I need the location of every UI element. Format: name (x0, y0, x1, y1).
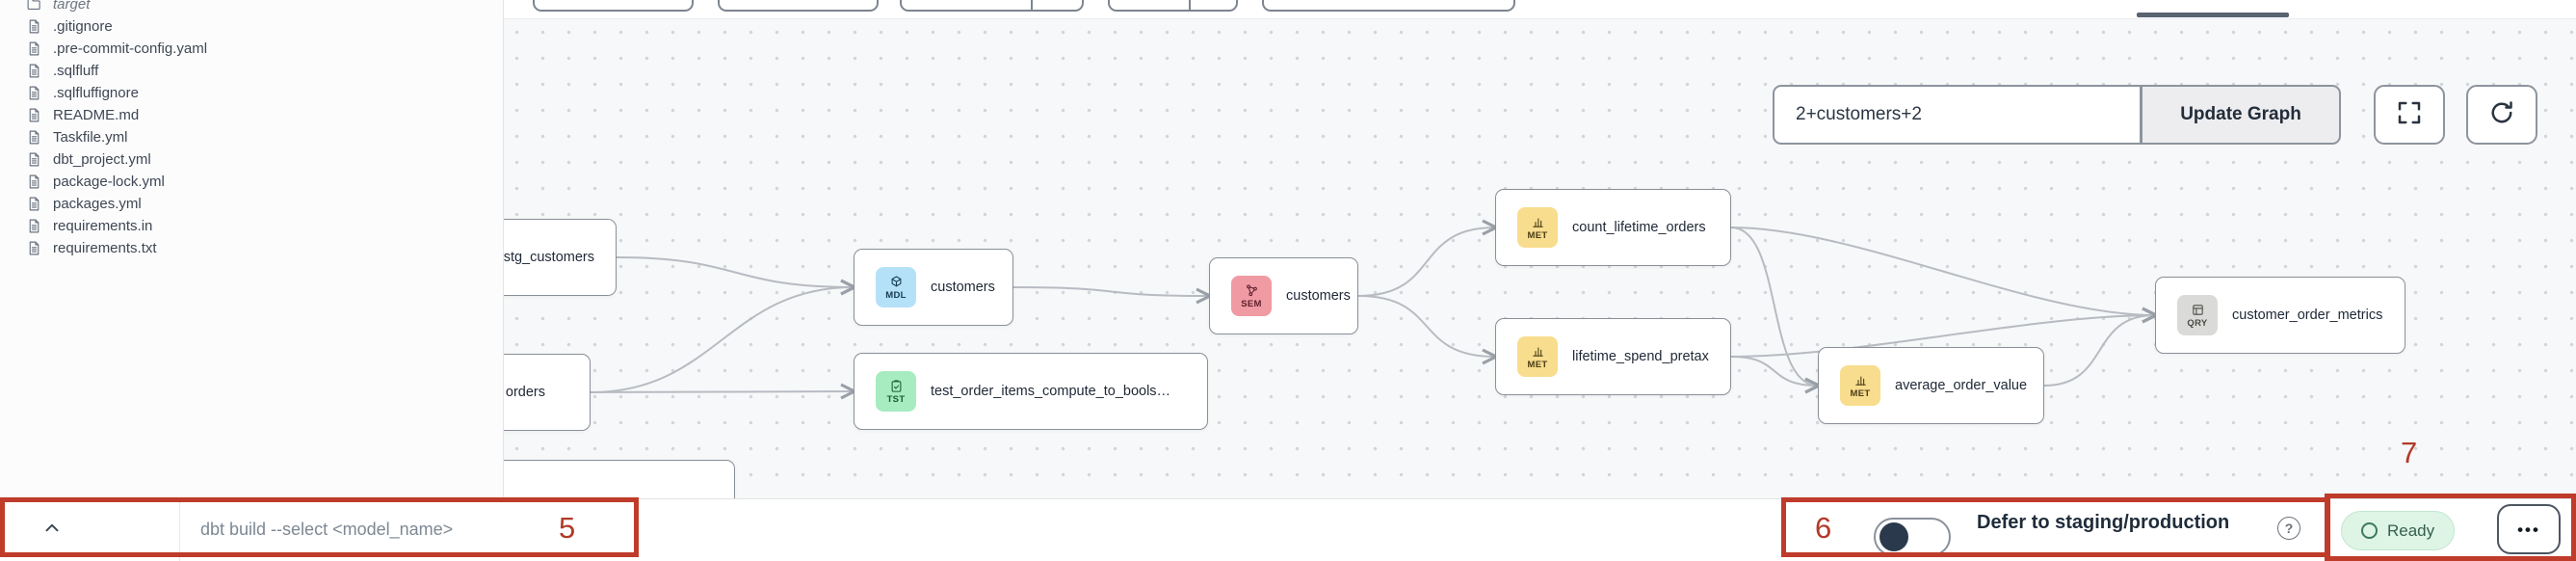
file-row--gitignore[interactable]: .gitignore (0, 15, 503, 38)
graph-node-count_lifetime_orders[interactable]: MET count_lifetime_orders (1495, 189, 1731, 266)
dbt-command-input[interactable] (200, 509, 547, 549)
status-circle-icon (2361, 522, 2378, 539)
file-row-package-lock-yml[interactable]: package-lock.yml (0, 171, 503, 193)
file-icon (26, 151, 42, 168)
toolbar-button-partial[interactable] (1108, 0, 1238, 12)
toggle-knob (1879, 522, 1908, 551)
file-row-taskfile-yml[interactable]: Taskfile.yml (0, 126, 503, 148)
file-row-readme-md[interactable]: README.md (0, 104, 503, 126)
file-name: requirements.txt (53, 240, 157, 256)
metric-chart-icon: MET (1517, 207, 1558, 248)
help-icon[interactable]: ? (2277, 517, 2300, 540)
file-name: packages.yml (53, 196, 142, 212)
file-icon (26, 107, 42, 123)
status-label: Ready (2387, 521, 2435, 540)
node-label: customers (931, 280, 995, 295)
graph-node-test_order_items[interactable]: TST test_order_items_compute_to_bools… (854, 353, 1208, 430)
file-explorer-panel: target .gitignore .pre-commit-config.yaml.… (0, 0, 504, 498)
file-name: .sqlfluff (53, 63, 99, 79)
graph-node-customers_semantic[interactable]: SEM customers (1209, 257, 1358, 334)
node-label: lifetime_spend_pretax (1572, 349, 1709, 364)
metric-chart-icon: MET (1517, 336, 1558, 377)
active-tab-underline (2137, 13, 2289, 17)
node-label: average_order_value (1895, 378, 2028, 393)
file-name: .gitignore (53, 18, 113, 35)
file-icon (26, 218, 42, 234)
node-label: orders (505, 385, 545, 400)
defer-toggle[interactable] (1874, 518, 1951, 556)
file-row--pre-commit-config-yaml[interactable]: .pre-commit-config.yaml (0, 38, 503, 60)
file-icon (26, 18, 42, 35)
file-icon (26, 196, 42, 212)
toolbar-button-partial[interactable] (1262, 0, 1515, 12)
file-icon (26, 129, 42, 146)
file-name: requirements.in (53, 218, 153, 234)
more-options-button[interactable]: ••• (2497, 504, 2561, 554)
file-name: .pre-commit-config.yaml (53, 40, 208, 57)
node-label: count_lifetime_orders (1572, 220, 1706, 235)
file-icon (26, 63, 42, 79)
fullscreen-icon (2395, 98, 2424, 132)
file-row-requirements-txt[interactable]: requirements.txt (0, 237, 503, 259)
model-cube-icon: MDL (876, 267, 916, 307)
file-name: Taskfile.yml (53, 129, 128, 146)
file-name: dbt_project.yml (53, 151, 151, 168)
file-icon (26, 40, 42, 57)
toolbar-button-partial[interactable] (718, 0, 879, 12)
query-table-icon: QRY (2177, 295, 2218, 335)
graph-node-customers_model[interactable]: MDL customers (854, 249, 1013, 326)
refresh-icon (2487, 98, 2516, 132)
toolbar-strip (504, 0, 2576, 19)
file-icon (26, 240, 42, 256)
file-row-dbt-project-yml[interactable]: dbt_project.yml (0, 148, 503, 171)
toolbar-button-partial[interactable] (533, 0, 694, 12)
folder-icon (26, 0, 42, 13)
status-badge[interactable]: Ready (2341, 511, 2456, 550)
update-graph-button[interactable]: Update Graph (2141, 85, 2341, 145)
refresh-button[interactable] (2466, 85, 2537, 145)
graph-node-lifetime_spend_pretax[interactable]: MET lifetime_spend_pretax (1495, 318, 1731, 395)
file-row--sqlfluff[interactable]: .sqlfluff (0, 60, 503, 82)
file-row-requirements-in[interactable]: requirements.in (0, 215, 503, 237)
file-row-target[interactable]: target (0, 0, 503, 15)
file-list: target .gitignore .pre-commit-config.yaml.… (0, 0, 503, 259)
file-icon (26, 85, 42, 101)
node-label: test_order_items_compute_to_bools… (931, 384, 1171, 399)
graph-node-average_order_value[interactable]: MET average_order_value (1818, 347, 2044, 424)
file-name: README.md (53, 107, 140, 123)
metric-chart-icon: MET (1840, 365, 1880, 406)
node-label: stg_customers (503, 250, 594, 265)
file-row-packages-yml[interactable]: packages.yml (0, 193, 503, 215)
defer-label: Defer to staging/production (1977, 512, 2230, 533)
node-label: customers (1286, 288, 1351, 304)
semantic-graph-icon: SEM (1231, 276, 1272, 316)
collapse-panel-button[interactable] (35, 513, 69, 546)
fullscreen-button[interactable] (2374, 85, 2445, 145)
graph-selector-input[interactable] (1773, 85, 2141, 145)
chevron-up-icon (41, 518, 63, 542)
file-name: target (53, 0, 91, 13)
file-row--sqlfluffignore[interactable]: .sqlfluffignore (0, 82, 503, 104)
footer-divider (179, 498, 180, 561)
graph-node-customer_order_metrics[interactable]: QRY customer_order_metrics (2155, 277, 2405, 354)
test-clipboard-icon: TST (876, 371, 916, 412)
ellipsis-icon: ••• (2517, 520, 2540, 539)
file-name: package-lock.yml (53, 174, 165, 190)
file-icon (26, 174, 42, 190)
file-name: .sqlfluffignore (53, 85, 139, 101)
node-label: customer_order_metrics (2232, 307, 2383, 323)
toolbar-button-partial[interactable] (900, 0, 1084, 12)
